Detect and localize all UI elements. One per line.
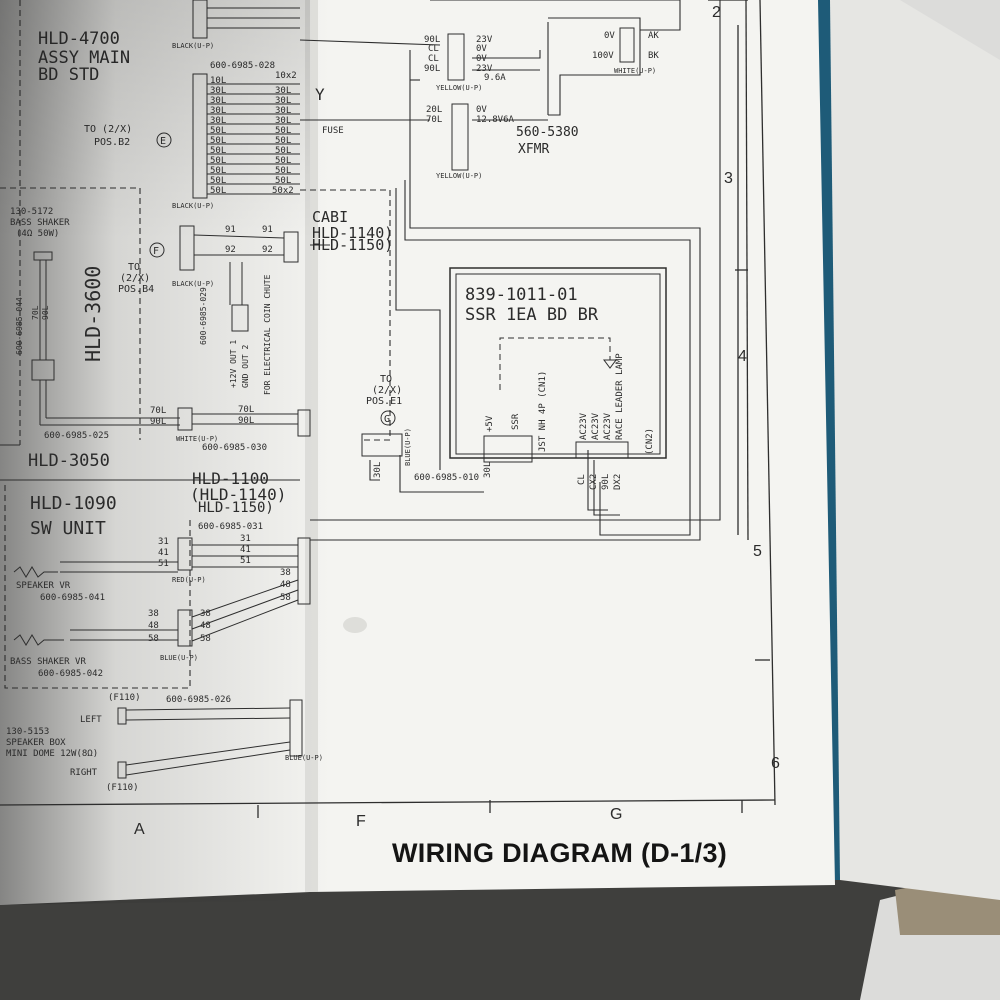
xfmr-pin-cl1: CL: [428, 44, 439, 54]
sw-38b: 38: [200, 609, 211, 619]
pos-e1: POS.E1: [366, 396, 402, 407]
conn-white-2: WHITE(U-P): [614, 67, 656, 75]
xfmr-part: 560-5380: [516, 125, 579, 140]
ac23v-1: AC23V: [579, 412, 589, 440]
fuse-label: FUSE: [322, 126, 344, 136]
race-leader: RACE LEADER LAMP: [615, 353, 625, 440]
ssr-board-outer: [449, 267, 667, 459]
g-connector: [361, 433, 403, 457]
xfmr-ak: AK: [648, 31, 659, 41]
ac23v-3: AC23V: [603, 412, 613, 440]
ac23v-2: AC23V: [591, 412, 601, 440]
harness-026: 600-6985-026: [166, 695, 231, 705]
sw-58a: 58: [148, 634, 159, 644]
document-title: WIRING DIAGRAM (D-1/3): [392, 838, 728, 868]
f110-top: (F110): [108, 693, 141, 703]
cabi-alt1: HLD-1140): [312, 224, 393, 242]
conn-yellow-1: YELLOW(U-P): [436, 84, 482, 92]
xfmr-a2: 12.8V6A: [476, 115, 515, 125]
grid-row-3: 3: [724, 170, 733, 187]
g-30l: 30L: [373, 462, 383, 478]
top-shadow: [0, 0, 310, 600]
ssr-pin-label: SSR: [511, 413, 521, 430]
speaker-box-spec: MINI DOME 12W(8Ω): [6, 749, 98, 759]
xfmr-connector-1: [447, 33, 465, 81]
conn-blue-3: BLUE(U-P): [404, 428, 412, 466]
ssr-arrow: [603, 359, 617, 369]
cx-cx2: CX2: [589, 474, 599, 490]
harness-010: 600-6985-010: [414, 473, 479, 483]
ssr-cn1: [483, 435, 533, 463]
xfmr-name: XFMR: [518, 142, 549, 157]
sw-58b: 58: [200, 634, 211, 644]
speaker-box-part: 130-5153: [6, 727, 49, 737]
xfmr-v4: 23V: [476, 64, 493, 74]
bass-shaker-vr: BASS SHAKER VR: [10, 657, 86, 667]
xfmr-in2: 100V: [592, 51, 614, 61]
diagram-frame: [0, 0, 776, 818]
marker-g: G: [384, 414, 390, 425]
conn-blue-1: BLUE(U-P): [160, 654, 198, 662]
grid-col-f: F: [356, 813, 366, 830]
f110-bot: (F110): [106, 783, 139, 793]
to-e1: TO: [380, 374, 392, 385]
cx-90l: 90L: [601, 474, 611, 490]
xfmr-v1: 23V: [476, 35, 493, 45]
xfmr-pin-90l: 90L: [424, 35, 440, 45]
xfmr-pin-cl2: CL: [428, 54, 439, 64]
xfmr-pin-20l: 20L: [426, 105, 442, 115]
xfmr-v2: 0V: [476, 44, 487, 54]
ssr-dashed: [499, 337, 611, 390]
ssr-name: SSR 1EA BD BR: [465, 305, 599, 325]
xfmr-a1: 9.6A: [484, 73, 506, 83]
cx-dx2: DX2: [613, 474, 623, 490]
xfmr-connector-3: [619, 27, 635, 63]
grid-col-a: A: [134, 821, 145, 838]
xfmr-in1: 0V: [604, 31, 615, 41]
sw-38a: 38: [148, 609, 159, 619]
bass-vr-resistor: [13, 634, 64, 646]
sw-48b: 48: [200, 621, 211, 631]
speaker-box-name: SPEAKER BOX: [6, 738, 66, 748]
xfmr-v3: 0V: [476, 54, 487, 64]
cx-cl: CL: [577, 474, 587, 485]
xfmr-bk: BK: [648, 51, 659, 61]
xfmr-pin-70l: 70L: [426, 115, 442, 125]
harness-042: 600-6985-042: [38, 669, 103, 679]
xfmr-pin-90l2: 90L: [424, 64, 440, 74]
cn2-label: (CN2): [645, 428, 655, 455]
grid-row-6: 6: [771, 755, 780, 772]
grid-row-2: 2: [712, 4, 721, 21]
left-label: LEFT: [80, 715, 102, 725]
paper-smudge: [343, 617, 367, 633]
jst-label: JST NH 4P (CN1): [538, 371, 548, 452]
grid-row-5: 5: [753, 543, 762, 560]
conn-blue-2: BLUE(U-P): [285, 754, 323, 762]
y-label: Y: [315, 85, 325, 104]
right-label: RIGHT: [70, 768, 98, 778]
cabi-alt2: HLD-1150): [312, 236, 393, 254]
ssr-part: 839-1011-01: [465, 285, 578, 305]
sw-connector-2: [177, 609, 193, 647]
conn-yellow-2: YELLOW(U-P): [436, 172, 482, 180]
center-wires: [299, 0, 721, 541]
xfmr-v5: 0V: [476, 105, 487, 115]
speaker-wires: [117, 699, 303, 779]
g-30l-2: 30L: [483, 462, 493, 478]
marker-g-circle: [380, 410, 396, 426]
cabi-label: CABI: [312, 208, 348, 226]
ssr-cn2: [575, 441, 629, 459]
plus5v-label: +5V: [485, 415, 495, 432]
sw-48a: 48: [148, 621, 159, 631]
grid-row-4: 4: [738, 348, 747, 365]
ssr-board-inner: [455, 273, 661, 455]
grid-col-g: G: [610, 806, 622, 823]
to-e1-2: (2/X): [372, 385, 402, 396]
xfmr-connector-2: [451, 103, 469, 171]
